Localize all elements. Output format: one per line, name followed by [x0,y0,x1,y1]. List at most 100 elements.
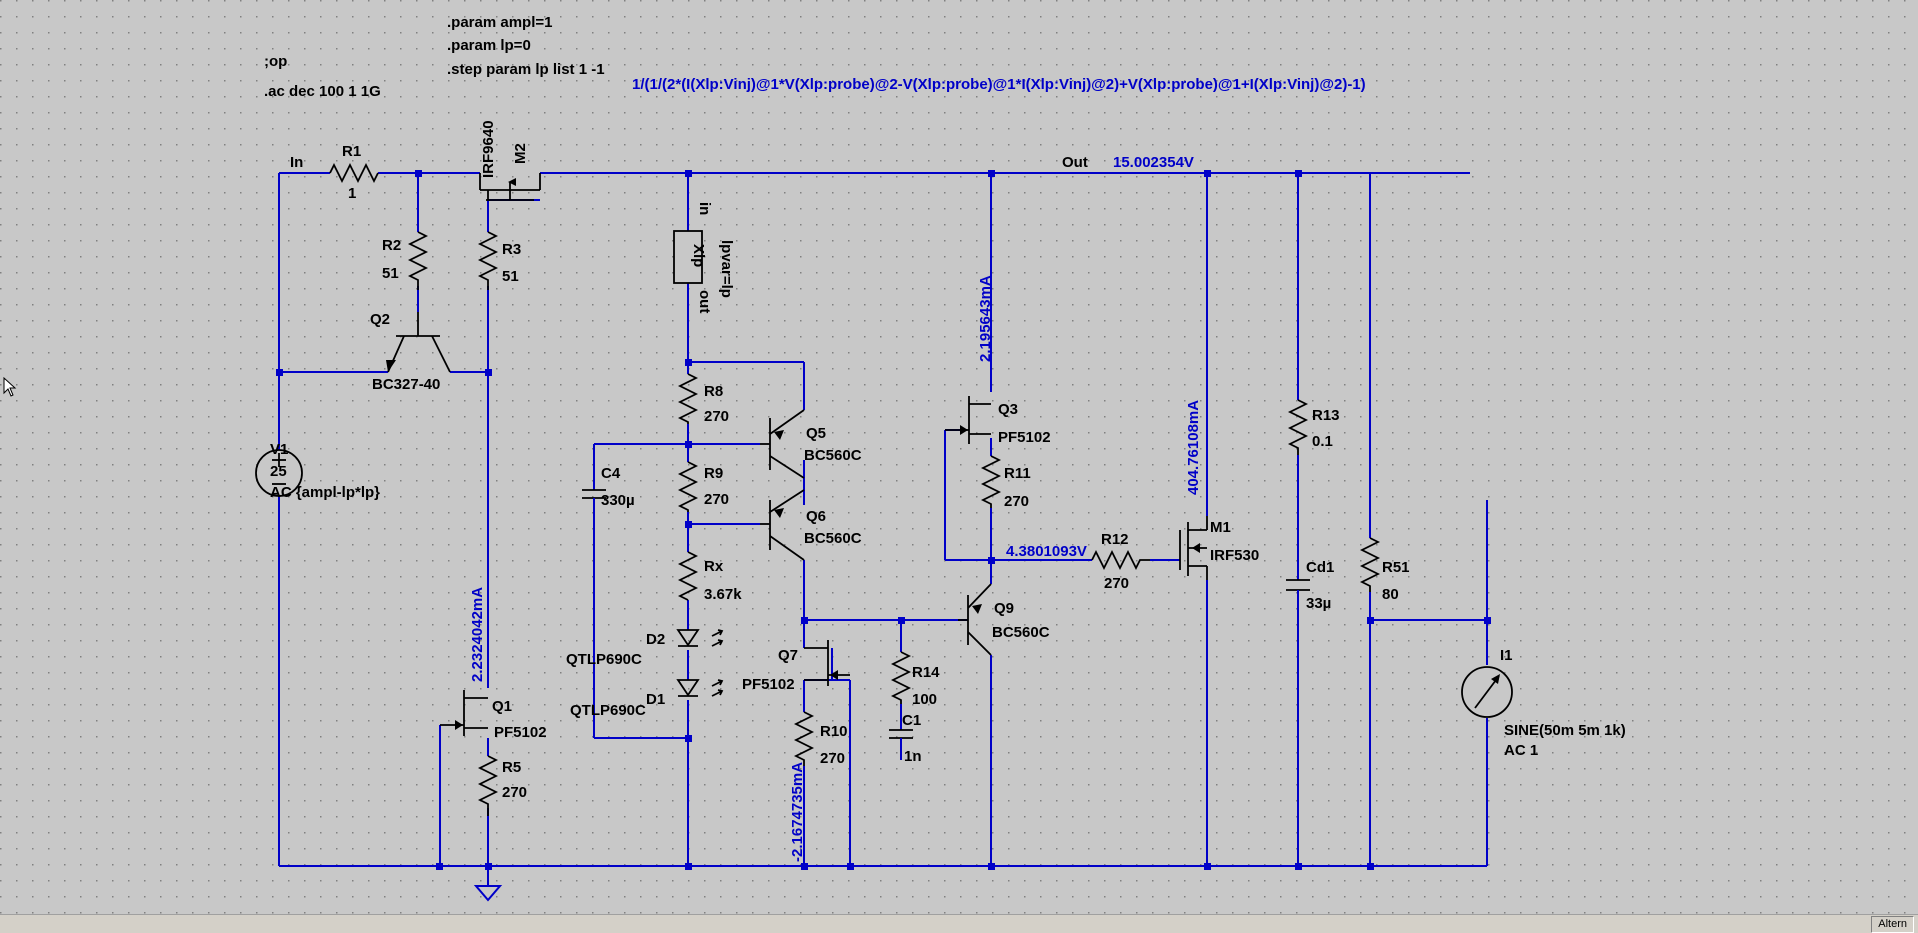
plot-expression[interactable]: 1/(1/(2*(I(Xlp:Vinj)@1*V(Xlp:probe)@2-V(… [632,76,1366,93]
r10-name: R10 [820,723,848,740]
subcircuit-xlp[interactable]: Xlp in out lpvar=lp [673,202,735,313]
mosfet-m2[interactable] [479,173,541,201]
rx-name: Rx [704,558,724,575]
q6-name: Q6 [806,508,826,525]
jfet-q1[interactable] [440,690,488,736]
q1-model: PF5102 [494,724,547,741]
directive-param-ampl[interactable]: .param ampl=1 [447,14,552,31]
measurement-i-r10[interactable]: -2.1674735mA [789,762,806,862]
r13-name: R13 [1312,407,1340,424]
mouse-pointer-icon [3,377,17,397]
voltage-source-v1[interactable] [255,449,303,497]
measurement-v-out[interactable]: 15.002354V [1113,154,1194,171]
transistor-q9[interactable] [958,583,992,656]
resistor-r51[interactable] [1359,537,1381,592]
measurement-i-q1[interactable]: 2.2324042mA [469,587,486,682]
net-label-out[interactable]: Out [1062,154,1088,171]
resistor-r10[interactable] [793,711,815,766]
r8-name: R8 [704,383,723,400]
resistor-r1[interactable] [329,162,379,184]
junctions [276,170,1491,870]
r14-name: R14 [912,664,940,681]
directive-param-lp[interactable]: .param lp=0 [447,37,531,54]
q9-name: Q9 [994,600,1014,617]
resistor-r14[interactable] [890,651,912,704]
q5-model: BC560C [804,447,862,464]
q9-model: BC560C [992,624,1050,641]
wires [278,172,1488,886]
capacitor-cd1[interactable] [1286,579,1310,598]
capacitor-c4[interactable] [582,489,606,508]
resistor-r3[interactable] [477,231,499,290]
resistor-r2[interactable] [407,231,429,290]
ground-symbol [473,885,503,902]
resistor-r12[interactable] [1091,549,1150,571]
m1-name: M1 [1210,519,1231,536]
q1-name: Q1 [492,698,512,715]
r5-value: 270 [502,784,527,801]
q5-name: Q5 [806,425,826,442]
status-mode: Altern [1871,916,1914,933]
resistor-r8[interactable] [677,373,699,424]
r12-value: 270 [1104,575,1129,592]
v1-name: V1 [270,441,288,458]
v1-value: 25 [270,463,287,480]
xlp-pin-in: in [696,202,713,215]
jfet-q3[interactable] [945,396,991,444]
directive-step[interactable]: .step param lp list 1 -1 [447,61,605,78]
r5-name: R5 [502,759,521,776]
m2-model: IRF9640 [480,120,497,178]
r13-value: 0.1 [1312,433,1333,450]
transistor-q2[interactable] [386,312,451,373]
r11-value: 270 [1004,493,1029,510]
net-label-in[interactable]: In [290,154,303,171]
current-source-i1[interactable] [1461,666,1513,718]
resistor-r11[interactable] [980,455,1002,508]
r3-value: 51 [502,268,519,285]
mosfet-m1[interactable] [1179,516,1208,580]
r2-value: 51 [382,265,399,282]
d1-name: D1 [646,691,665,708]
status-bar: Altern [0,914,1918,933]
xlp-pin-out: out [696,290,713,313]
jfet-q7[interactable] [804,640,850,686]
r51-name: R51 [1382,559,1410,576]
transistor-q6[interactable] [760,489,805,561]
r12-name: R12 [1101,531,1129,548]
r2-name: R2 [382,237,401,254]
led-d1[interactable] [676,679,724,697]
r3-name: R3 [502,241,521,258]
resistor-rx[interactable] [677,551,699,601]
measurement-i-q3[interactable]: 2.195643mA [977,275,994,362]
cd1-value: 33µ [1306,595,1331,612]
d2-name: D2 [646,631,665,648]
capacitor-c1[interactable] [889,729,913,745]
r9-name: R9 [704,465,723,482]
q2-model: BC327-40 [372,376,440,393]
q3-name: Q3 [998,401,1018,418]
i1-name: I1 [1500,647,1513,664]
resistor-r5[interactable] [477,755,499,816]
resistor-r13[interactable] [1287,399,1309,455]
led-d2[interactable] [676,629,724,647]
transistor-q5[interactable] [760,409,805,479]
i1-value: SINE(50m 5m 1k) [1504,722,1626,739]
directive-op[interactable]: ;op [264,53,287,70]
r11-name: R11 [1004,465,1031,482]
v1-ac: AC {ampl-lp*lp} [270,484,380,501]
directive-ac[interactable]: .ac dec 100 1 1G [264,83,381,100]
measurement-v-gate[interactable]: 4.3801093V [1006,543,1087,560]
resistor-r9[interactable] [677,461,699,512]
r8-value: 270 [704,408,729,425]
r9-value: 270 [704,491,729,508]
measurement-i-m1[interactable]: 404.76108mA [1185,400,1202,495]
c1-name: C1 [902,712,921,729]
r51-value: 80 [1382,586,1399,603]
d1-model: QTLP690C [570,702,646,719]
xlp-label: Xlp [690,244,707,267]
rx-value: 3.67k [704,586,742,603]
r14-value: 100 [912,691,937,708]
d2-model: QTLP690C [566,651,642,668]
schematic-canvas[interactable]: ;op .ac dec 100 1 1G .param ampl=1 .para… [0,0,1918,914]
